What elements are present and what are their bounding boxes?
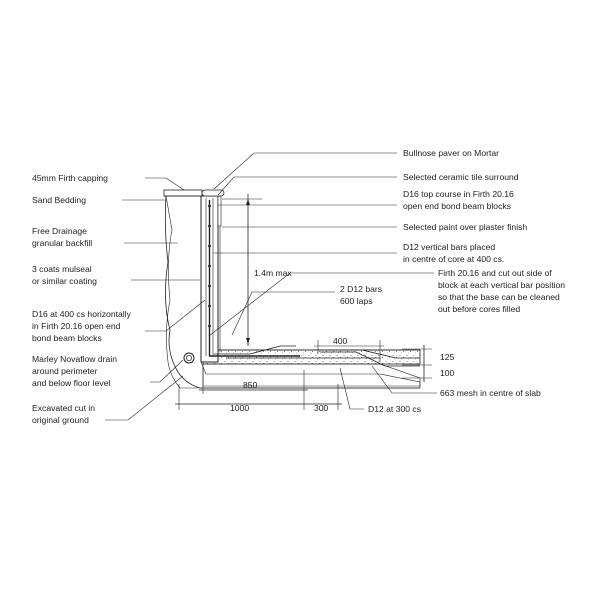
label-free-drainage-1: Free Drainage: [32, 226, 87, 236]
label-excavated-2: original ground: [32, 415, 89, 425]
label-firth-cut-4: out before cores filled: [438, 304, 520, 314]
height-dimension: 1.4m max: [222, 194, 292, 346]
height-dim-label: 1.4m max: [254, 268, 292, 278]
dim-400-label: 400: [333, 336, 348, 346]
label-d12-bars-2: 600 laps: [340, 296, 373, 306]
label-free-drainage-2: granular backfill: [32, 238, 92, 248]
label-mesh: 663 mesh in centre of slab: [440, 388, 541, 398]
label-coats-1: 3 coats mulseal: [32, 264, 92, 274]
label-drain-3: and below floor level: [32, 378, 110, 388]
label-d16-top-2: open end bond beam blocks: [403, 201, 511, 211]
labels-left: 45mm Firth capping Sand Bedding Free Dra…: [32, 173, 132, 425]
lap-bars: [214, 345, 296, 355]
label-d12-vert-2: in centre of core at 400 cs.: [403, 254, 504, 264]
label-firth-cut-2: block at each vertical bar position: [438, 280, 565, 290]
label-d12-vert-1: D12 vertical bars placed: [403, 242, 495, 252]
label-d16-1: D16 at 400 cs horizontally: [32, 309, 132, 319]
leaders-right: [208, 152, 437, 410]
label-bullnose: Bullnose paver on Mortar: [403, 148, 499, 158]
dim-850-label: 850: [243, 380, 258, 390]
label-drain-1: Marley Novaflow drain: [32, 354, 117, 364]
dim-125-label: 125: [440, 352, 455, 362]
excavated-cut-line: [164, 195, 420, 389]
label-d16-top-1: D16 top course in Firth 20.16: [403, 189, 514, 199]
firth-capping: [163, 189, 203, 197]
leaders-left: [105, 177, 206, 421]
dim-400: 400: [314, 336, 384, 362]
slab-step-bars: [320, 349, 420, 359]
label-sand-bedding: Sand Bedding: [32, 195, 86, 205]
dim-1000-label: 1000: [230, 403, 249, 413]
novaflow-drain-inner: [186, 355, 192, 361]
dim-850: 850: [199, 366, 308, 394]
label-d16-2: in Firth 20.16 open end: [32, 321, 121, 331]
label-d12-bars-1: 2 D12 bars: [340, 284, 382, 294]
label-coats-2: or similar coating: [32, 276, 97, 286]
label-firth-cut-1: Firth 20.16 and cut out side of: [438, 268, 552, 278]
label-paint: Selected paint over plaster finish: [403, 222, 527, 232]
bullnose-paver: [201, 189, 225, 197]
labels-right: Bullnose paver on Mortar Selected cerami…: [340, 148, 565, 414]
novaflow-drain: [183, 352, 195, 364]
label-drain-2: around perimeter: [32, 366, 98, 376]
label-ceramic: Selected ceramic tile surround: [403, 172, 519, 182]
dim-100-label: 100: [440, 368, 455, 378]
label-firth-cut-3: so that the base can be cleaned: [438, 292, 560, 302]
ceramic-tile-surround: [217, 195, 222, 227]
label-excavated-1: Excavated cut in: [32, 403, 95, 413]
label-d16-3: bond beam blocks: [32, 333, 102, 343]
label-firth-capping: 45mm Firth capping: [32, 173, 108, 183]
slab-thickening: [202, 363, 421, 387]
label-d12-300: D12 at 300 cs: [368, 404, 421, 414]
dim-300-label: 300: [314, 403, 329, 413]
dim-slab-thickness: 125 100: [402, 345, 455, 382]
floor-slab: [202, 349, 421, 365]
vertical-bar: [208, 200, 300, 357]
dim-1000-300: 1000 300: [175, 384, 342, 413]
slab-step-bars-2: [320, 351, 420, 367]
